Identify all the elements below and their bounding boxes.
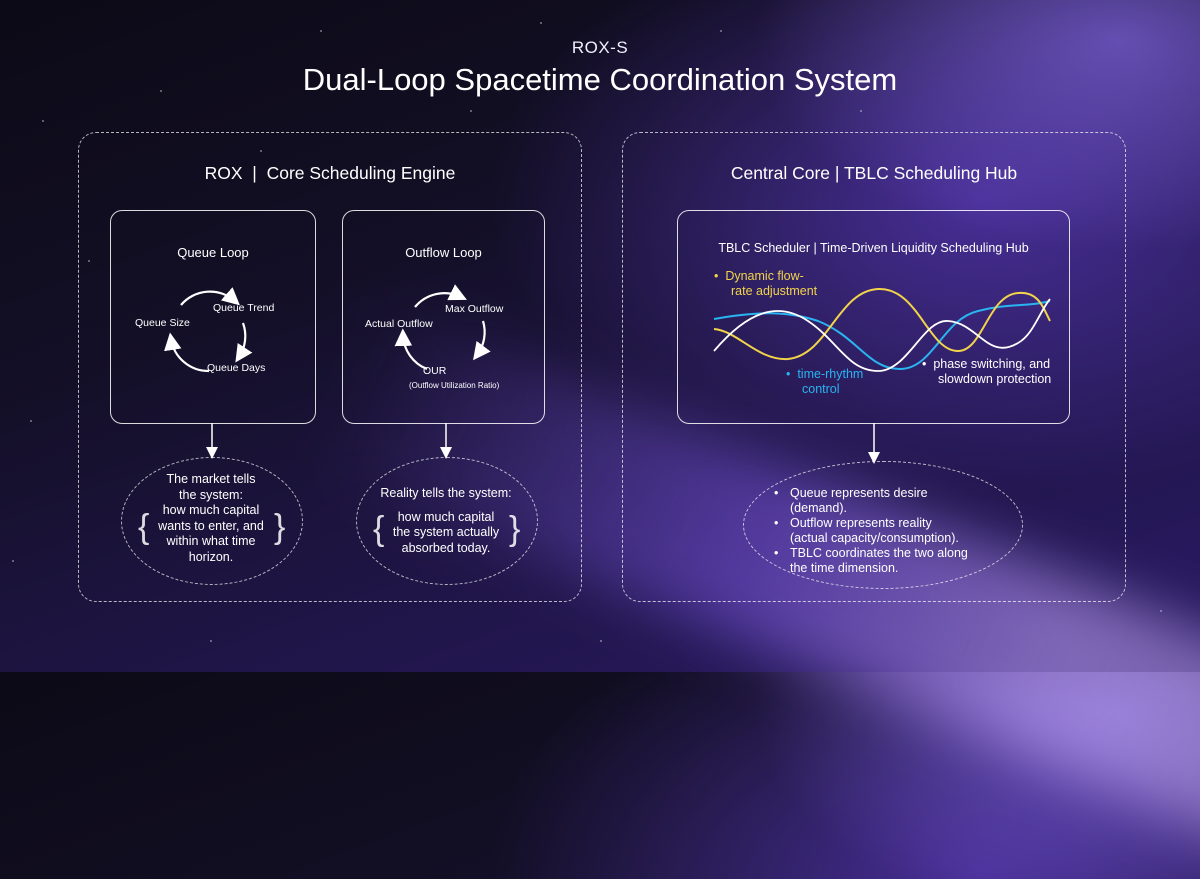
reality-body-2: the system actually <box>392 525 500 539</box>
market-body-4: horizon. <box>188 549 234 564</box>
yellow-anno-1: Dynamic flow- <box>725 269 804 283</box>
outflow-loop-box: Outflow Loop Actual Outflow Max Outflow … <box>342 210 545 424</box>
queue-loop-title: Queue Loop <box>177 245 249 260</box>
market-lead-2: the system: <box>179 487 243 502</box>
star-field <box>0 0 1200 672</box>
blue-annotation: • time-rhythm control <box>786 367 864 396</box>
white-annotation: • phase switching, and slowdown protecti… <box>922 357 1052 386</box>
core-engine-title: ROX | Core Scheduling Engine <box>204 163 456 183</box>
summary-2b: (actual capacity/consumption). <box>790 531 959 545</box>
market-bubble-text: The market tells the system: how much ca… <box>121 472 301 565</box>
tblc-hub-box: TBLC Scheduler | Time-Driven Liquidity S… <box>677 210 1070 424</box>
summary-item: TBLC coordinates the two along the time … <box>768 546 1018 576</box>
actual-outflow-node: Actual Outflow <box>365 318 433 330</box>
market-brace-left: { <box>138 508 150 546</box>
queue-trend-node: Queue Trend <box>213 302 275 314</box>
summary-item: Outflow represents reality (actual capac… <box>768 516 1018 546</box>
market-body-2: wants to enter, and <box>158 518 264 533</box>
market-brace-right: } <box>274 508 286 546</box>
summary-3b: the time dimension. <box>790 561 899 575</box>
queue-cycle-arrows <box>164 287 253 373</box>
connector-arrows <box>206 447 880 464</box>
reality-body-3: absorbed today. <box>401 540 491 555</box>
white-wave <box>713 298 1051 372</box>
reality-brace-right: } <box>509 510 521 548</box>
rhythm-waves <box>713 287 1051 372</box>
summary-3a: TBLC coordinates the two along <box>790 546 968 560</box>
summary-2a: Outflow represents reality <box>790 516 932 530</box>
tblc-hub-title: TBLC Scheduler | Time-Driven Liquidity S… <box>718 241 1029 255</box>
summary-1a: Queue represents desire <box>790 486 928 500</box>
market-body-1: how much capital <box>162 503 260 517</box>
summary-bubble <box>743 461 1023 589</box>
reality-bubble <box>356 457 538 585</box>
blue-anno-1: time-rhythm <box>797 367 864 381</box>
reality-bubble-text: Reality tells the system: how much capit… <box>356 486 536 556</box>
page-subtitle: ROX-S <box>571 38 629 57</box>
headline: ROX-S Dual-Loop Spacetime Coordination S… <box>0 38 1200 98</box>
reality-lead: Reality tells the system: <box>380 486 512 500</box>
reality-body-1: how much capital <box>397 509 495 524</box>
blue-wave <box>713 300 1051 371</box>
yellow-annotation: • Dynamic flow- rate adjustment <box>714 269 818 298</box>
white-anno-1: phase switching, and <box>933 357 1051 371</box>
market-bubble <box>121 457 303 585</box>
max-outflow-node: Max Outflow <box>445 303 504 315</box>
page-title: Dual-Loop Spacetime Coordination System <box>302 62 898 97</box>
central-core-title: Central Core | TBLC Scheduling Hub <box>730 163 1018 183</box>
outflow-loop-title: Outflow Loop <box>405 245 482 260</box>
blue-anno-2: control <box>802 382 840 396</box>
our-definition: (Outflow Utilization Ratio) <box>409 381 500 390</box>
our-node: OUR <box>423 365 447 377</box>
outflow-cycle-arrows <box>394 284 491 371</box>
yellow-anno-2: rate adjustment <box>731 284 818 298</box>
central-core-panel: Central Core | TBLC Scheduling Hub <box>622 132 1126 602</box>
queue-days-node: Queue Days <box>207 362 266 374</box>
reality-brace-left: { <box>373 510 385 548</box>
market-body-3: within what time <box>166 534 256 548</box>
summary-item: Queue represents desire (demand). <box>768 486 1018 516</box>
summary-1b: (demand). <box>790 501 847 515</box>
white-anno-2: slowdown protection <box>938 372 1052 386</box>
market-lead-1: The market tells <box>166 472 256 486</box>
yellow-wave <box>713 287 1051 361</box>
core-engine-panel: ROX | Core Scheduling Engine <box>78 132 582 602</box>
queue-loop-box: Queue Loop Queue Size Queue Trend Queue … <box>110 210 316 424</box>
summary-list: Queue represents desire (demand). Outflo… <box>768 486 1018 576</box>
queue-size-node: Queue Size <box>135 317 190 329</box>
